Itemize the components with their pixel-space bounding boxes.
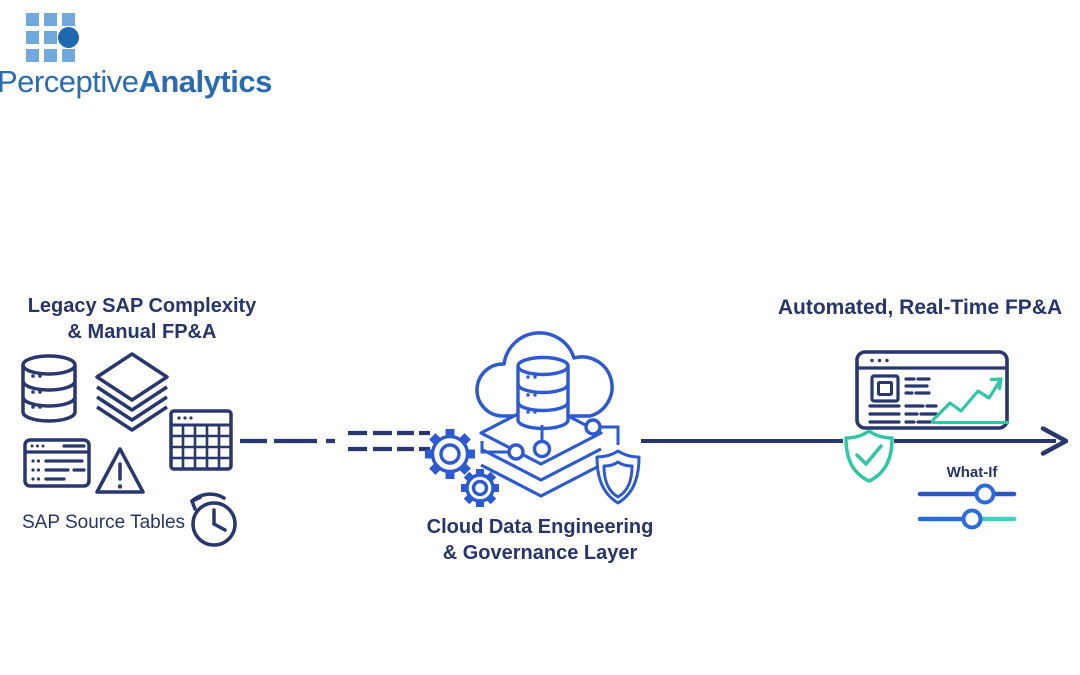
dashed-connector (240, 430, 430, 452)
trend-chart-icon (931, 377, 1010, 424)
history-clock-icon (190, 492, 237, 547)
verified-shield-icon (844, 429, 894, 483)
dashboard-window-icon (855, 350, 1009, 430)
what-if-label: What-If (946, 464, 998, 481)
report-window-icon (23, 438, 91, 488)
center-title-line2: & Governance Layer (442, 542, 638, 564)
warning-icon (95, 447, 145, 494)
sap-source-tables-caption: SAP Source Tables (22, 512, 186, 533)
logo-text-analytics: Analytics (138, 64, 272, 99)
center-title-line1: Cloud Data Engineering (426, 516, 654, 538)
left-title-line1: Legacy SAP Complexity (27, 295, 257, 317)
flow-arrow (641, 426, 1069, 456)
pipeline-nodes (480, 418, 620, 461)
center-section-title: Cloud Data Engineering & Governance Laye… (405, 514, 675, 566)
layers-stack-icon (95, 352, 169, 432)
slider-top[interactable] (917, 483, 1017, 505)
gears-icon (425, 429, 499, 507)
cloud-database-icon (516, 355, 570, 431)
slider-top-knob[interactable] (974, 483, 996, 505)
logo-wordmark: PerceptiveAnalytics (0, 64, 272, 100)
logo-dot-icon (58, 27, 79, 48)
left-title-line2: & Manual FP&A (67, 321, 217, 343)
slider-bottom-knob[interactable] (961, 508, 983, 530)
slider-bottom[interactable] (917, 508, 1017, 530)
perceptive-analytics-logo: PerceptiveAnalytics (0, 0, 272, 110)
table-grid-icon (169, 409, 233, 471)
logo-text-perceptive: Perceptive (0, 64, 139, 99)
left-section-title: Legacy SAP Complexity & Manual FP&A (8, 293, 276, 345)
database-icon (21, 354, 77, 423)
governance-shield-icon (595, 449, 641, 505)
right-section-title: Automated, Real-Time FP&A (777, 296, 1063, 319)
